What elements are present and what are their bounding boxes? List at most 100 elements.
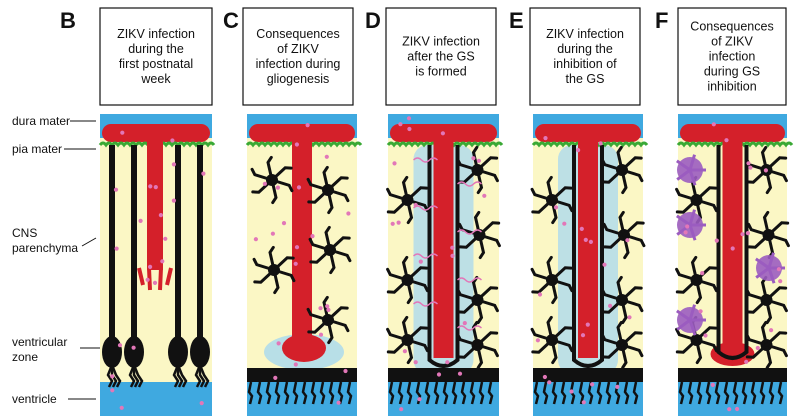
virus-particle (700, 271, 705, 276)
penetrating-vessel (578, 130, 598, 358)
infected-cell-process (688, 224, 697, 241)
virus-particle (748, 165, 753, 170)
astrocyte-process (272, 268, 296, 283)
astrocyte-process (550, 198, 574, 213)
astrocyte-process (747, 233, 770, 249)
astrocyte-process (765, 331, 788, 347)
ependymal-cilia (696, 381, 703, 405)
ependymal-cilia (569, 381, 576, 405)
header-line: during GS (704, 65, 760, 79)
astrocyte-process (471, 145, 479, 172)
virus-particle (110, 388, 115, 393)
astrocyte-process (765, 298, 773, 325)
virus-particle (158, 213, 163, 218)
label-ventricle: ventricle (12, 392, 57, 406)
infected-cell-process (688, 304, 696, 321)
astrocyte-process (550, 338, 574, 353)
astrocyte-process (675, 187, 698, 202)
virus-particle (270, 231, 275, 236)
astrocyte-process (386, 198, 409, 214)
virus-particle (114, 246, 119, 251)
virus-particle (602, 262, 607, 267)
header-line: infection (709, 50, 756, 64)
astrocyte-process (326, 176, 349, 192)
virus-particle (253, 237, 258, 242)
ependymal-cilia (442, 381, 449, 405)
astrocyte-process (745, 298, 768, 314)
astrocyte-process (600, 157, 624, 172)
virus-particle (745, 231, 751, 236)
astrocyte-process (601, 343, 624, 359)
astrocyte-process (695, 266, 718, 282)
virus-particle (576, 148, 581, 153)
virus-particle (402, 349, 407, 354)
virus-strand (457, 229, 482, 235)
astrocyte-process (328, 236, 351, 252)
virus-particle (698, 309, 703, 314)
virus-particle (703, 333, 708, 338)
ependymal-layer (678, 368, 787, 382)
astrocyte-process (456, 298, 479, 314)
astrocyte-process (616, 320, 624, 347)
virus-particle (324, 154, 329, 159)
virus-particle (776, 267, 782, 272)
astrocyte-process (478, 233, 501, 248)
astrocyte-process (620, 168, 644, 183)
virus-particle (148, 264, 153, 269)
virus-strand (413, 253, 438, 259)
infected-cell-process (755, 257, 770, 270)
virus-particle (138, 218, 143, 223)
astrocyte-process (695, 338, 703, 365)
header-box (385, 7, 497, 106)
side-labels-group: dura mater pia mater CNS parenchyma vent… (12, 114, 100, 406)
header-box (529, 7, 641, 106)
astrocyte-process (620, 156, 643, 172)
astrocyte-process (745, 287, 768, 302)
astrocyte-process (322, 295, 330, 322)
astrocyte-process (546, 255, 554, 282)
label-dura-mater: dura mater (12, 114, 70, 128)
ependymal-cilia (292, 381, 299, 405)
astrocyte-process (406, 326, 429, 342)
astrocyte-process (616, 275, 624, 302)
astrocyte-process (550, 278, 558, 305)
astrocyte-process (620, 343, 628, 370)
pointer-cns (81, 237, 97, 247)
virus-particle (714, 238, 719, 243)
astrocyte-process (328, 248, 352, 263)
ependymal-cilia (623, 381, 630, 405)
ependymal-cilia (542, 381, 549, 405)
astrocyte-process (406, 198, 429, 213)
endfoot (194, 364, 202, 388)
ependymal-cilia (487, 381, 494, 405)
ependymal-cilia (388, 381, 395, 405)
virus-particle (201, 171, 206, 176)
virus-particle (482, 193, 487, 198)
virus-particle (585, 322, 590, 327)
ependymal-cilia (256, 381, 263, 405)
header-line: week (140, 72, 171, 86)
ependymal-cilia (632, 381, 639, 405)
virus-particle (547, 380, 552, 385)
astrocyte-process (550, 278, 574, 293)
header-line: during the (128, 42, 184, 56)
virus-particle (746, 161, 751, 166)
virus-particle (744, 359, 749, 364)
astrocyte-process (765, 286, 788, 302)
radial-glia-soma (190, 336, 210, 368)
astrocyte-process (270, 166, 293, 182)
virus-particle (580, 333, 586, 338)
astrocyte-process (307, 318, 330, 334)
virus-particle (608, 303, 613, 308)
ependymal-cilia (705, 381, 712, 405)
header-line: inhibition of (553, 57, 617, 71)
astrocyte-process (550, 338, 558, 365)
virus-particle (153, 185, 158, 190)
endfoot (132, 364, 144, 388)
astrocyte-process (456, 332, 479, 347)
virus-particle (542, 374, 548, 380)
astrocyte-process (530, 327, 554, 342)
virus-strand (413, 301, 438, 307)
